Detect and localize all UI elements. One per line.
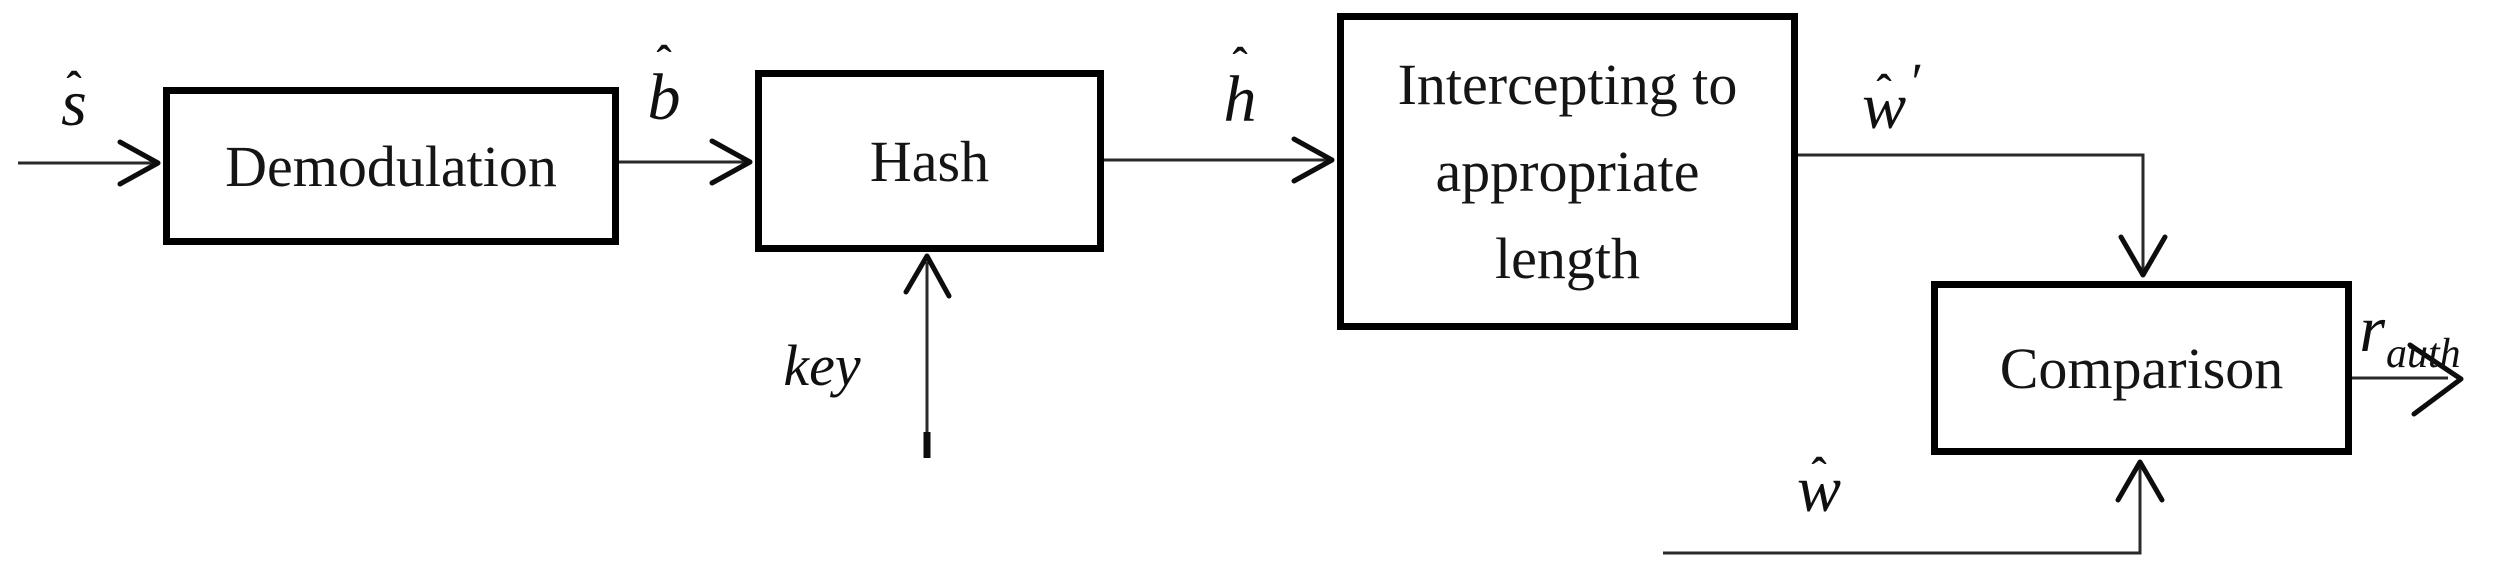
block-intercepting: Intercepting to appropriate length xyxy=(1337,13,1798,330)
block-comparison-label: Comparison xyxy=(1999,335,2284,401)
arrowhead-wprime xyxy=(2118,234,2168,278)
r-auth-base: r xyxy=(2359,293,2386,366)
block-intercepting-label-line2: appropriate xyxy=(1435,139,1700,204)
w-hat-prime-base: w xyxy=(1862,70,1907,143)
w-hat-accent: ˆ xyxy=(1811,448,1827,499)
b-hat-accent: ˆ xyxy=(656,36,672,87)
s-hat-accent: ˆ xyxy=(66,62,82,113)
w-hat-prime-mark: ′ xyxy=(1908,52,1920,112)
h-hat-accent: ˆ xyxy=(1232,38,1248,89)
b-hat-base: b xyxy=(647,61,681,134)
w-hat-prime-accent: ˆ xyxy=(1876,65,1892,116)
block-demodulation-label: Demodulation xyxy=(225,133,557,199)
h-hat-base: h xyxy=(1223,63,1257,136)
w-hat-base: w xyxy=(1796,453,1842,526)
key-text: key xyxy=(783,333,861,398)
block-intercepting-label-line1: Intercepting to xyxy=(1397,52,1738,117)
arrowhead-b xyxy=(709,138,753,186)
s-hat-base: s xyxy=(61,67,87,140)
block-intercepting-label: Intercepting to appropriate length xyxy=(1398,41,1738,302)
r-auth-subscript: auth xyxy=(2386,331,2461,377)
arrowhead-s-input xyxy=(117,139,161,187)
signal-label-r-auth: rauth xyxy=(2359,297,2461,377)
arrow-wprime-line xyxy=(1798,153,2145,272)
block-comparison: Comparison xyxy=(1931,281,2352,455)
block-intercepting-label-line3: length xyxy=(1495,226,1640,291)
arrowhead-rauth xyxy=(2407,342,2464,417)
block-hash-label: Hash xyxy=(869,128,990,194)
arrow-w-line xyxy=(1663,464,2142,555)
block-demodulation: Demodulation xyxy=(163,87,619,245)
signal-label-key: key xyxy=(783,337,860,395)
arrowhead-h xyxy=(1291,136,1335,184)
block-hash: Hash xyxy=(755,70,1104,252)
arrowhead-key xyxy=(903,253,952,299)
arrowhead-w xyxy=(2115,459,2165,503)
